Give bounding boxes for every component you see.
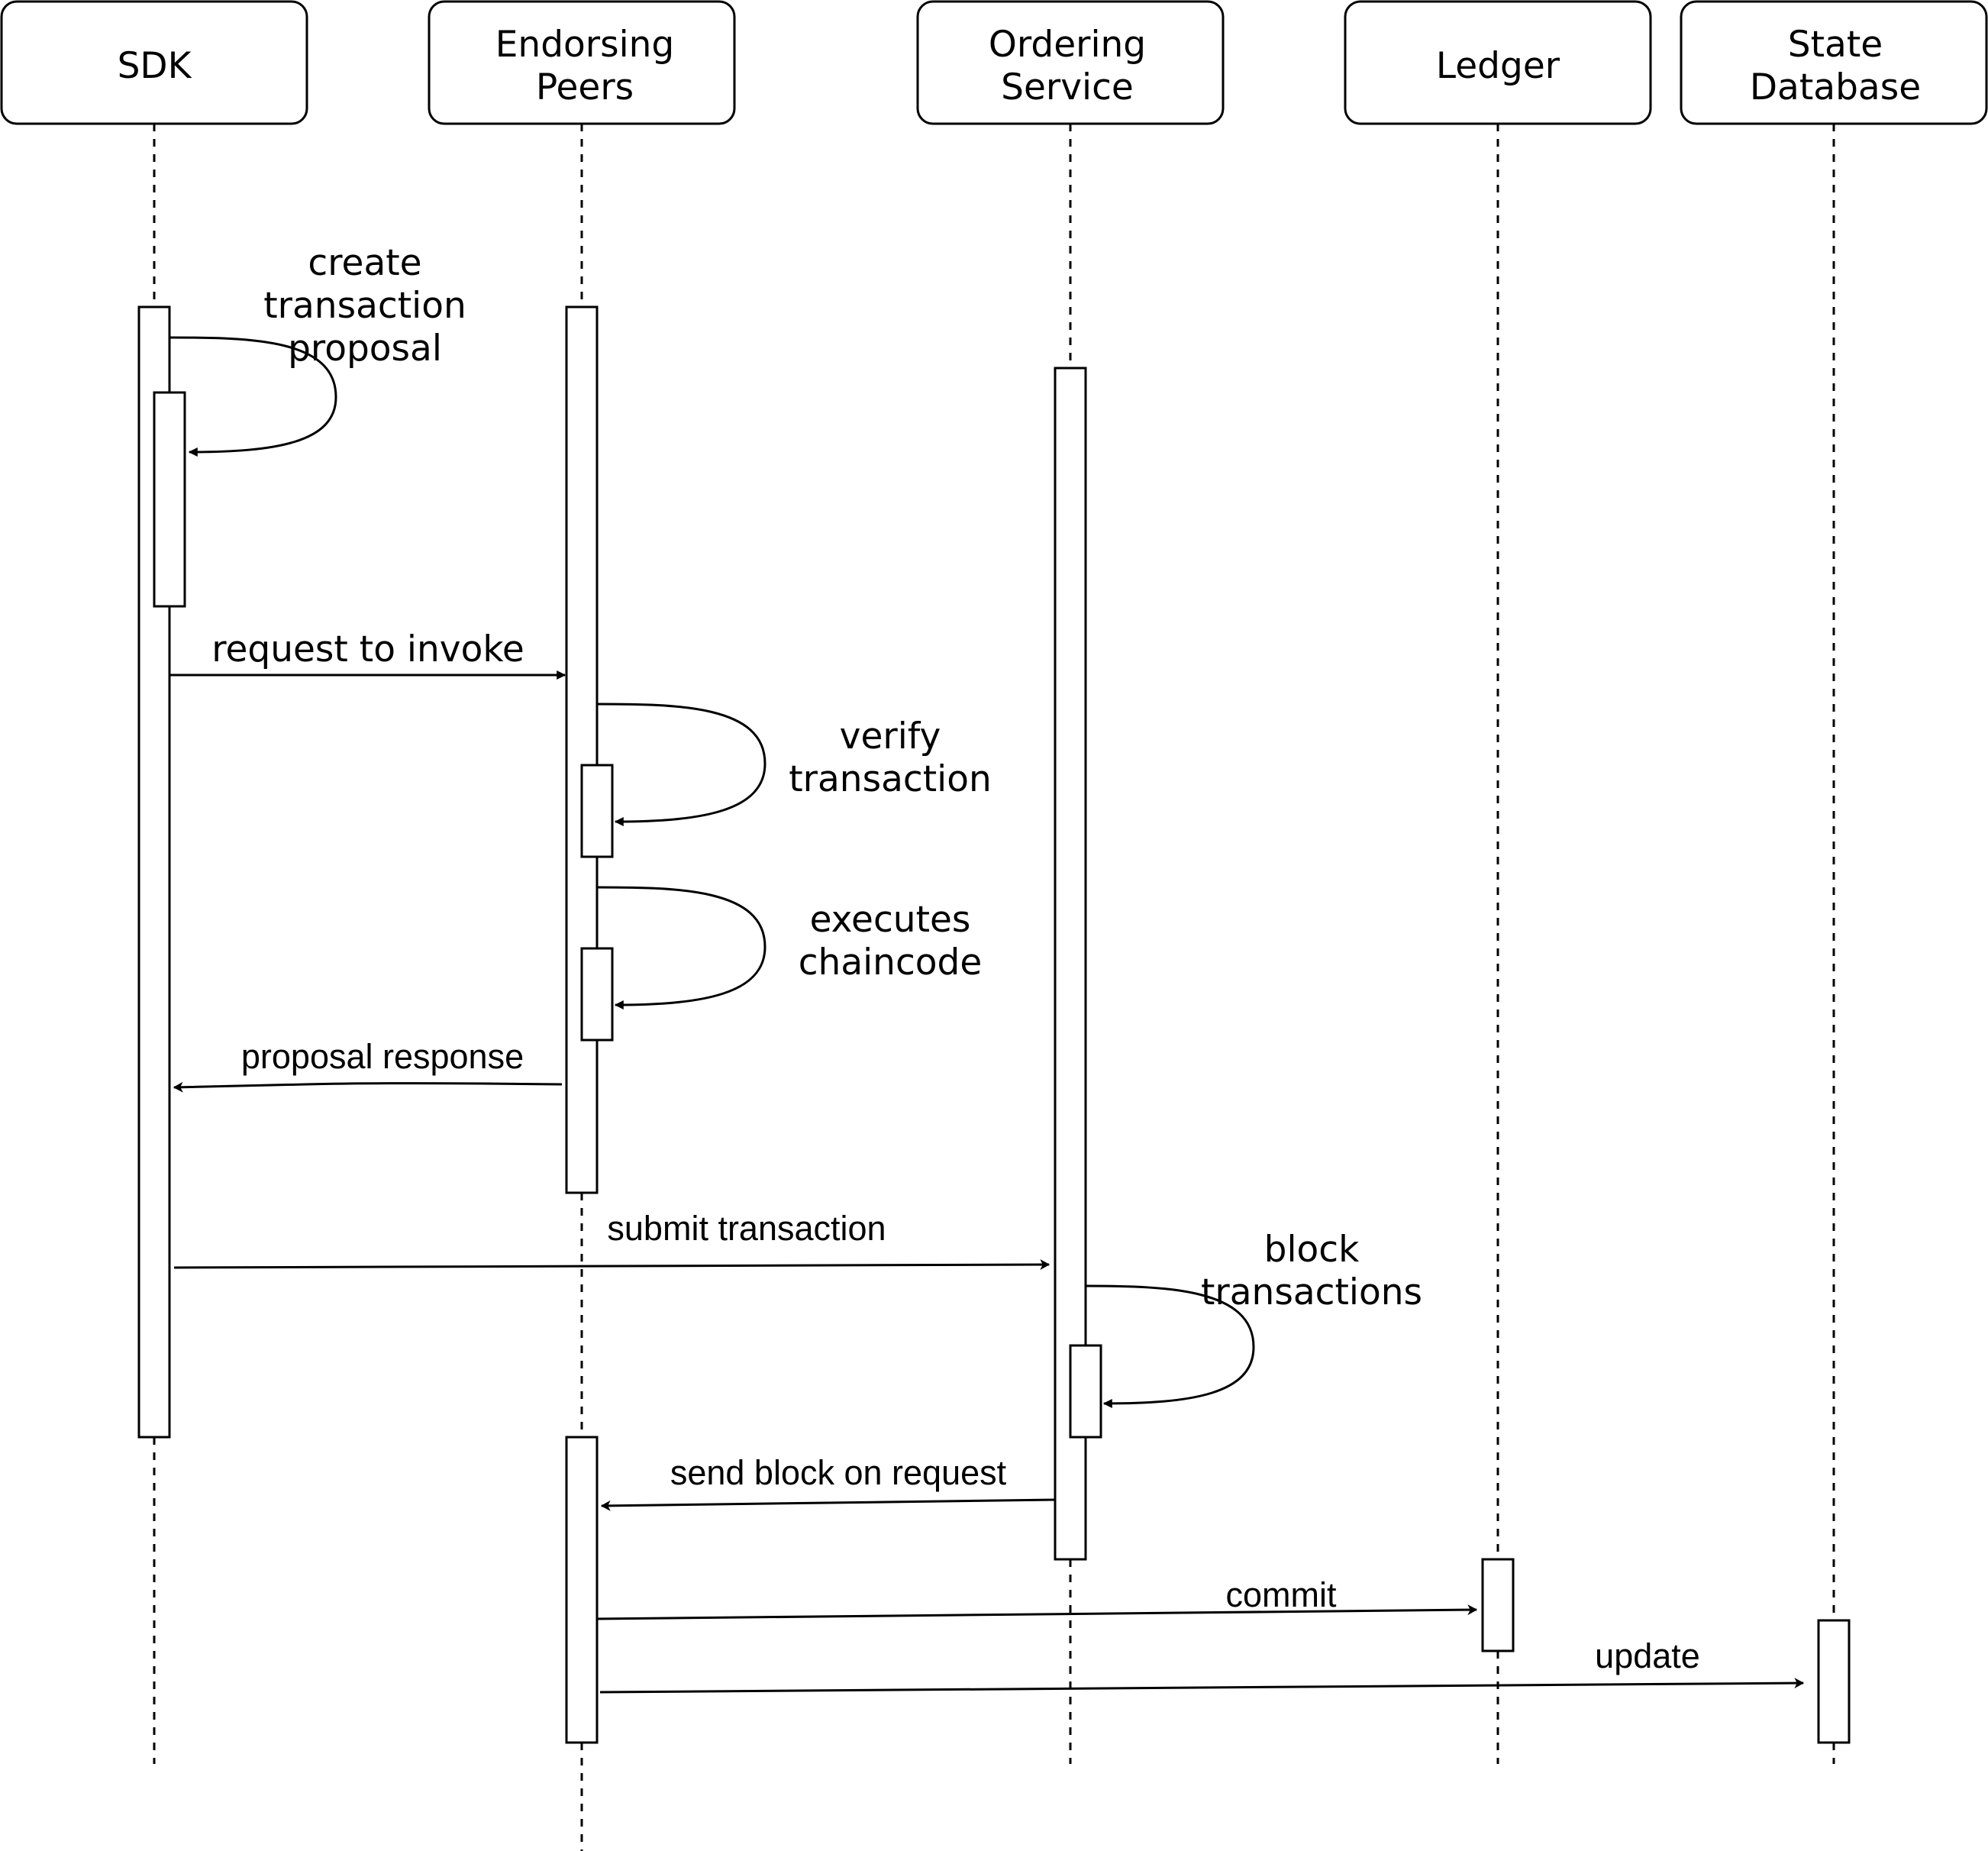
svg-text:transaction: transaction (263, 285, 466, 327)
label-executes-chaincode: executes (810, 899, 971, 941)
label-create-proposal: create (308, 242, 421, 284)
participant-state-database: State Database (1680, 0, 1988, 125)
svg-text:chaincode: chaincode (799, 942, 983, 984)
participant-endorsing-peers: Endorsing Peers (428, 0, 736, 125)
svg-text:State: State (1788, 24, 1883, 66)
arrow-proposal-response (173, 1081, 563, 1093)
self-arrow-create-proposal (169, 336, 337, 457)
svg-text:Database: Database (1750, 66, 1921, 108)
arrow-submit-transaction (173, 1259, 1050, 1271)
label-request-to-invoke: request to invoke (211, 628, 524, 670)
svg-text:proposal: proposal (288, 328, 442, 370)
activation-orderer-block (1069, 1344, 1102, 1439)
svg-text:Ledger: Ledger (1436, 45, 1560, 87)
svg-text:transaction: transaction (789, 758, 992, 800)
activation-peers-commit (565, 1436, 599, 1744)
self-arrow-executes-chaincode (596, 886, 766, 1009)
label-proposal-response: proposal response (241, 1037, 524, 1076)
activation-sdk-create (153, 391, 186, 608)
activation-ledger (1481, 1558, 1515, 1652)
label-verify-transaction: verify (840, 716, 941, 758)
self-arrow-block-transactions (1085, 1284, 1255, 1408)
svg-text:transactions: transactions (1201, 1271, 1422, 1313)
activation-state-database (1817, 1619, 1851, 1744)
label-send-block: send block on request (670, 1453, 1007, 1492)
label-commit: commit (1226, 1575, 1337, 1614)
arrow-commit (596, 1604, 1478, 1620)
svg-text:Service: Service (1001, 66, 1134, 108)
arrow-update (599, 1678, 1805, 1694)
label-update: update (1595, 1636, 1700, 1675)
label-block-transactions: block (1264, 1229, 1360, 1271)
activation-peers-verify (580, 764, 614, 858)
participant-sdk: SDK (0, 0, 308, 125)
svg-text:SDK: SDK (118, 45, 192, 87)
svg-text:Endorsing: Endorsing (495, 24, 675, 66)
participant-ledger: Ledger (1344, 0, 1652, 125)
self-arrow-verify-transaction (596, 703, 766, 826)
activation-peers-main (565, 305, 599, 1194)
participant-ordering-service: Ordering Service (916, 0, 1225, 125)
svg-text:Peers: Peers (536, 66, 634, 108)
arrow-send-block (600, 1498, 1056, 1511)
activation-peers-execute (580, 947, 614, 1042)
svg-text:Ordering: Ordering (989, 24, 1146, 66)
label-submit-transaction: submit transaction (607, 1209, 886, 1248)
